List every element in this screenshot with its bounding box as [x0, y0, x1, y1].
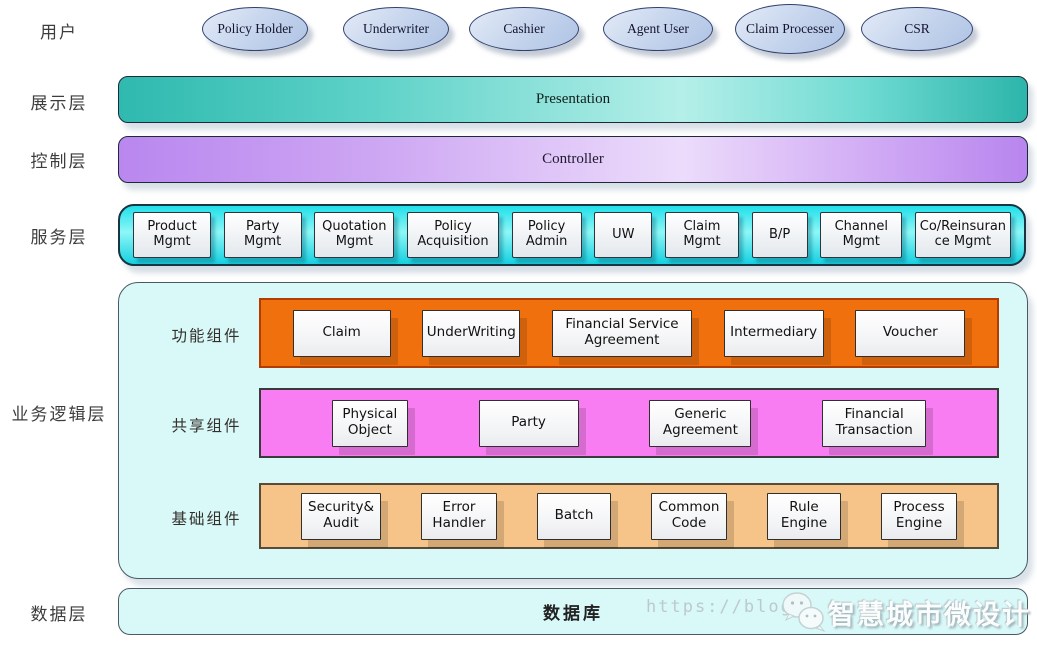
presentation-bar: Presentation [118, 76, 1028, 123]
service-box-channel-mgmt: Channel Mgmt [820, 212, 903, 258]
component-error-handler: Error Handler [421, 492, 497, 540]
actor-cashier: Cashier [469, 7, 579, 51]
service-box-co-reinsurance: Co/Reinsurance Mgmt [914, 212, 1011, 258]
component-process-engine: Process Engine [881, 492, 957, 540]
service-box-bp: B/P [751, 212, 808, 258]
functional-components-row: Claim UnderWriting Financial Service Agr… [259, 298, 999, 368]
component-rule-engine: Rule Engine [767, 492, 841, 540]
label-base-components: 基础组件 [171, 510, 242, 528]
component-party: Party [478, 399, 579, 447]
business-logic-container: 功能组件 Claim UnderWriting Financial Servic… [118, 282, 1028, 579]
component-physical-object: Physical Object [331, 399, 408, 447]
label-service-layer: 服务层 [30, 228, 88, 248]
watermark-brand: 智慧城市微设计 [828, 600, 1031, 631]
service-box-policy-admin: Policy Admin [511, 212, 582, 258]
watermark-url: https://blog [646, 597, 793, 617]
label-business-layer: 业务逻辑层 [11, 405, 107, 425]
actor-label: Agent User [627, 21, 689, 37]
component-underwriting: UnderWriting [422, 309, 521, 357]
actor-label: Policy Holder [217, 21, 293, 37]
actor-label: Claim Processer [745, 21, 835, 37]
controller-bar: Controller [118, 136, 1028, 183]
actor-label: Cashier [503, 21, 545, 37]
shared-components-row: Physical Object Party Generic Agreement … [259, 388, 999, 458]
service-box-quotation-mgmt: Quotation Mgmt [314, 212, 395, 258]
actor-label: Underwriter [363, 21, 429, 37]
actor-label: CSR [904, 21, 930, 37]
component-generic-agreement: Generic Agreement [649, 399, 752, 447]
actor-agent-user: Agent User [603, 7, 713, 51]
data-layer-container: 数据库 [118, 588, 1028, 635]
presentation-bar-label: Presentation [535, 91, 611, 107]
actor-policy-holder: Policy Holder [202, 7, 308, 51]
base-components-row: Security& Audit Error Handler Batch Comm… [259, 483, 999, 549]
label-shared-components: 共享组件 [171, 417, 242, 435]
service-box-claim-mgmt: Claim Mgmt [664, 212, 739, 258]
service-layer-container: Product Mgmt Party Mgmt Quotation Mgmt P… [118, 204, 1026, 266]
component-security-audit: Security& Audit [301, 492, 381, 540]
label-data-layer: 数据层 [30, 605, 88, 625]
actor-underwriter: Underwriter [343, 7, 449, 51]
component-financial-service-agreement: Financial Service Agreement [551, 309, 692, 357]
service-box-product-mgmt: Product Mgmt [133, 212, 211, 258]
wechat-icon [782, 592, 826, 633]
service-box-party-mgmt: Party Mgmt [223, 212, 302, 258]
component-financial-transaction: Financial Transaction [822, 399, 927, 447]
label-presentation-layer: 展示层 [30, 94, 88, 114]
component-voucher: Voucher [855, 309, 966, 357]
service-box-uw: UW [594, 212, 653, 258]
label-functional-components: 功能组件 [171, 327, 242, 345]
database-label: 数据库 [543, 604, 603, 624]
component-batch: Batch [537, 492, 611, 540]
actor-csr: CSR [861, 7, 973, 51]
component-common-code: Common Code [651, 492, 727, 540]
actor-claim-processer: Claim Processer [735, 4, 845, 54]
component-claim: Claim [292, 309, 391, 357]
service-box-policy-acquisition: Policy Acquisition [406, 212, 499, 258]
label-user-layer: 用户 [40, 23, 78, 43]
controller-bar-label: Controller [542, 151, 604, 167]
label-control-layer: 控制层 [30, 152, 88, 172]
component-intermediary: Intermediary [723, 309, 824, 357]
